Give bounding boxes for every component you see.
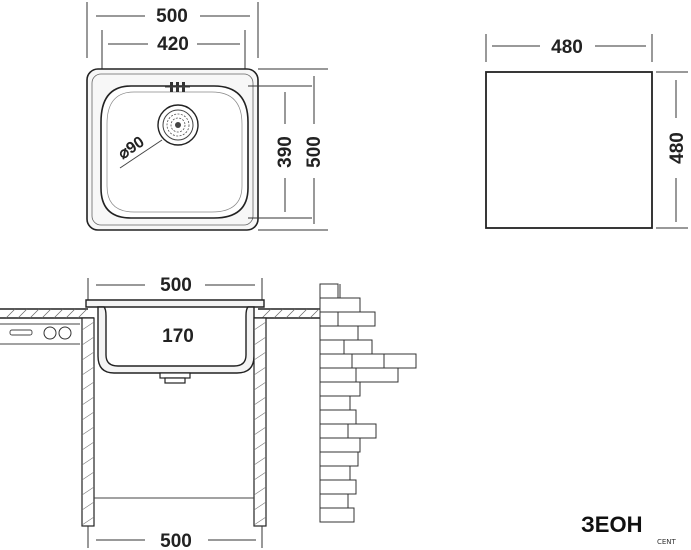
sink-bowl-inner [106, 91, 243, 213]
appliance-panel [0, 323, 80, 345]
bowl-depth-label: 390 [275, 136, 296, 168]
countertop [0, 308, 320, 319]
brand-logo-sub: CENT [657, 538, 677, 546]
drain-outlet [159, 372, 191, 384]
side-view: 500 [0, 275, 417, 550]
sink-section-rim [85, 299, 265, 308]
overflow-slots [165, 82, 190, 92]
dim-overall-width: 500 [86, 2, 259, 58]
dim-overall-depth: 500 [258, 68, 328, 231]
brand-logo: ЗЕОН CENT [581, 512, 677, 546]
overall-width-label: 500 [156, 6, 188, 27]
dim-side-top-width: 500 [87, 275, 263, 302]
knob-icon [58, 326, 72, 340]
side-top-width-label: 500 [160, 275, 192, 296]
sink-bowl [100, 85, 249, 219]
side-bowl-depth-label: 170 [162, 326, 194, 347]
dim-cutout-depth: 480 [656, 71, 688, 229]
cabinet-left-panel [81, 317, 95, 527]
cabinet-right-panel [253, 317, 267, 527]
cutout-width-label: 480 [551, 37, 583, 58]
dim-cutout-width: 480 [485, 34, 653, 62]
drain [119, 104, 199, 169]
sink-section-bowl [97, 306, 255, 374]
knob-icon [43, 326, 57, 340]
top-view: 500 420 ⌀ [86, 2, 328, 231]
dim-bowl-depth: 390 [248, 85, 312, 219]
cutout-view: 480 480 [485, 34, 688, 229]
cutout-depth-label: 480 [667, 132, 688, 164]
sink-rim-inner [91, 73, 254, 226]
overall-depth-label: 500 [304, 136, 325, 168]
cutout-rect [485, 71, 653, 229]
brand-logo-text: ЗЕОН [581, 512, 642, 537]
bowl-width-label: 420 [157, 34, 189, 55]
brick-wall [319, 283, 417, 523]
cabinet-width-label: 500 [160, 531, 192, 550]
dim-cabinet-width: 500 [87, 526, 263, 550]
